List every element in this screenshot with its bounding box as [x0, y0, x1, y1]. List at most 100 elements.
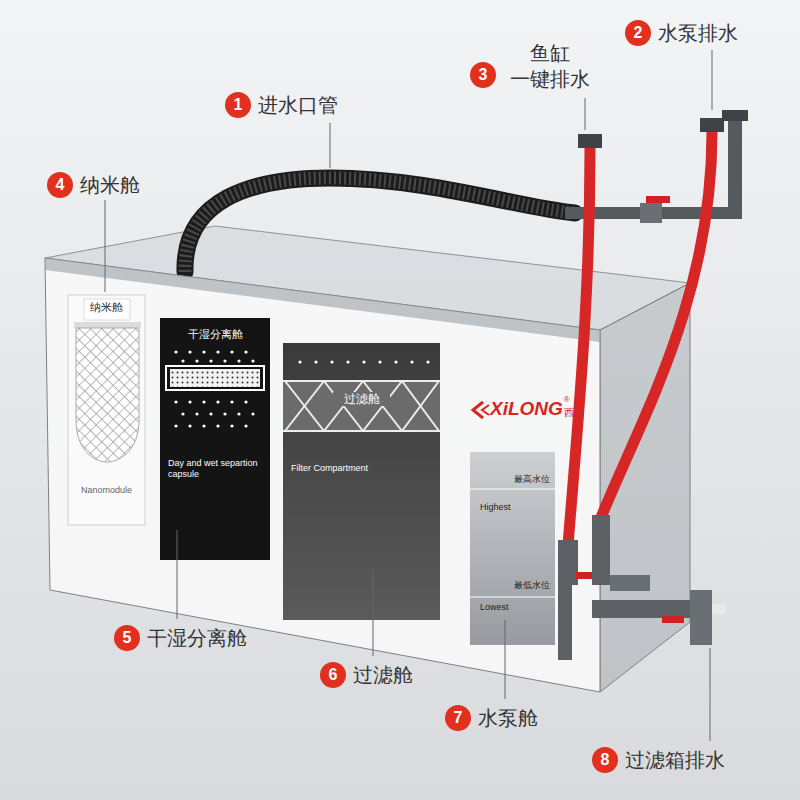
- nano-panel-art: [74, 322, 141, 328]
- dry-wet-panel-art: [244, 350, 247, 353]
- dry-wet-panel-art: [160, 318, 270, 560]
- inlet-hose: [185, 178, 575, 272]
- drain-fittings: [712, 604, 726, 614]
- callout-number: 7: [445, 705, 471, 731]
- callout-label: 进水口管: [258, 92, 338, 118]
- callout-label: 过滤箱排水: [625, 747, 725, 773]
- tank-glass: [45, 226, 690, 692]
- drain-fittings: [592, 515, 610, 585]
- dry-wet-panel-art: [216, 424, 219, 427]
- gray-pipework: [722, 110, 748, 121]
- nano-panel-art: [68, 295, 145, 525]
- logo-mark: [473, 402, 489, 418]
- leader-line: [177, 530, 178, 619]
- tank-front: [45, 258, 600, 692]
- leader-line: [712, 50, 713, 110]
- callout-label: 水泵舱: [478, 705, 538, 731]
- dry-wet-panel-art: [202, 350, 205, 353]
- filter-panel-art: [410, 360, 413, 363]
- drain-fittings: [558, 540, 578, 585]
- filter-panel-art: [402, 381, 439, 431]
- pump-panel-art: [470, 452, 555, 645]
- panel-caption: Day and wet separtion capsule: [168, 458, 264, 480]
- brand-name: 西龙: [564, 407, 584, 419]
- leader-line: [710, 648, 711, 741]
- nano-panel-art: [68, 295, 145, 525]
- nano-panel: 纳米舱Nanomodule: [68, 295, 147, 525]
- panel-title: 过滤舱: [333, 392, 390, 406]
- gray-pipework: [640, 203, 662, 223]
- dry-wet-panel-art: [188, 400, 191, 403]
- filter-panel-art: [346, 360, 349, 363]
- leader-line: [585, 98, 586, 130]
- gray-pipework: [646, 196, 670, 203]
- dry-wet-panel-art: [202, 424, 205, 427]
- filter-panel-art: [362, 360, 365, 363]
- filter-panel-art: [283, 380, 440, 432]
- filter-panel-art: [426, 360, 429, 363]
- filter-panel-art: [283, 381, 440, 431]
- filter-panel-art: [298, 360, 429, 363]
- callout-label: 水泵排水: [658, 20, 738, 46]
- leader-line: [105, 50, 712, 741]
- trademark-mark: ®: [564, 395, 570, 405]
- water-level-label: Highest: [480, 502, 511, 513]
- dry-wet-panel-art: [251, 412, 254, 415]
- gray-pipework: [728, 120, 742, 219]
- leader-line: [373, 570, 374, 656]
- drain-fittings: [558, 515, 726, 660]
- callout-label: 纳米舱: [80, 172, 140, 198]
- dry-wet-panel-art: [174, 400, 177, 403]
- dry-wet-panel-art: [209, 359, 212, 362]
- panel-caption: Filter Compartment: [291, 463, 431, 474]
- dry-wet-panel-art: [244, 424, 247, 427]
- dry-wet-panel-art: [223, 412, 226, 415]
- filter-panel-art: [378, 360, 381, 363]
- dry-wet-panel-art: [170, 369, 260, 387]
- filter-panel-art: [298, 360, 301, 363]
- filter-panel-art: [330, 360, 333, 363]
- dry-wet-panel-art: [209, 412, 212, 415]
- pump-panel-art: [470, 489, 555, 490]
- callout-number: 8: [592, 747, 618, 773]
- dry-wet-panel-art: [188, 424, 191, 427]
- callout-label: 过滤舱: [353, 662, 413, 688]
- dry-wet-panel-art: [244, 400, 247, 403]
- brand-logo: XiLONG: [490, 398, 563, 420]
- nano-panel-art: [76, 328, 139, 462]
- filter-panel-art: [283, 343, 440, 620]
- inlet-hose: [185, 178, 575, 272]
- callout-number: 5: [114, 625, 140, 651]
- pump-panel-art: [470, 452, 555, 645]
- dry-wet-panel-art: [195, 412, 198, 415]
- gray-pipework: [578, 134, 602, 148]
- dry-wet-panel-art: [216, 400, 219, 403]
- drain-fittings: [662, 616, 684, 623]
- red-pipes: [568, 148, 590, 545]
- callout-number: 6: [320, 662, 346, 688]
- callout-number: 2: [625, 20, 651, 46]
- filter-panel-art: [283, 343, 440, 620]
- dry-wet-panel-art: [216, 350, 219, 353]
- dry-wet-panel: 干湿分离舱 Day and wet separtion capsule: [160, 318, 272, 560]
- water-level-label: Lowest: [480, 602, 509, 613]
- red-pipes: [600, 132, 712, 520]
- leader-line: [330, 123, 331, 168]
- dry-wet-panel-art: [237, 412, 240, 415]
- filter-panel-art: [285, 381, 324, 431]
- filter-panel-art: [394, 360, 397, 363]
- tank-front: [45, 258, 600, 692]
- leader-line: [105, 200, 106, 292]
- callout-number: 1: [225, 92, 251, 118]
- dry-wet-panel-art: [230, 350, 233, 353]
- water-level-label: 最低水位: [514, 580, 550, 591]
- filter-panel-art: [402, 381, 439, 431]
- logo-mark: [482, 405, 489, 415]
- dry-wet-panel-art: [174, 350, 177, 353]
- dry-wet-panel-art: [230, 424, 233, 427]
- callout-label: 鱼缸 一键排水: [505, 40, 595, 92]
- panel-title: 干湿分离舱: [160, 328, 270, 341]
- drain-fittings: [592, 600, 702, 618]
